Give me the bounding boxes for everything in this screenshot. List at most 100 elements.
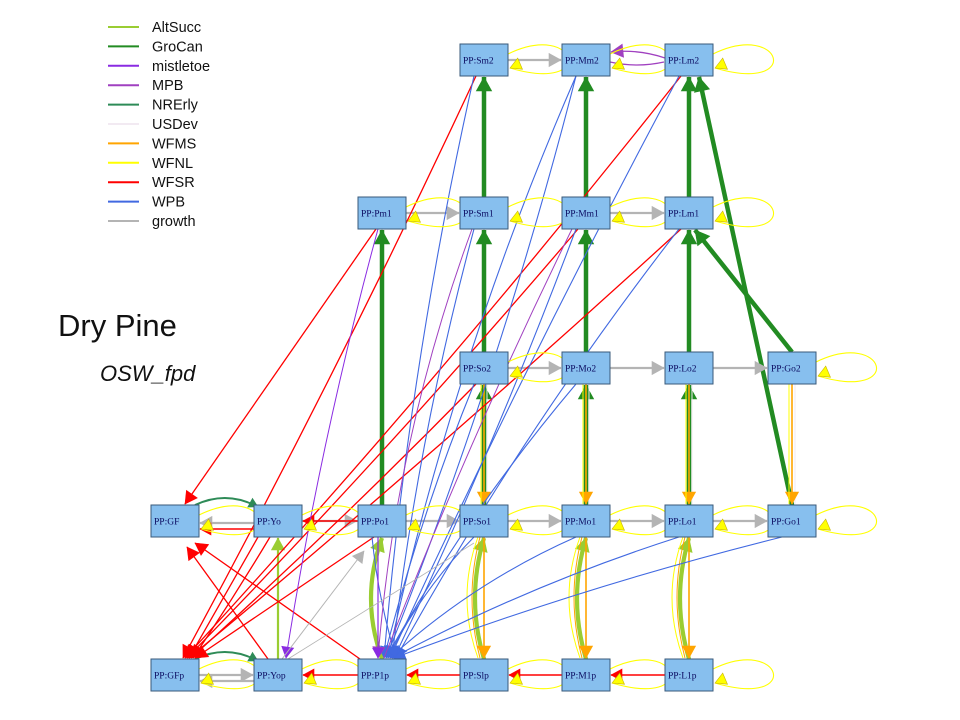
state-node-box <box>561 504 611 538</box>
edge-wfsr-arrowhead <box>194 542 210 556</box>
state-node-box <box>357 196 407 230</box>
state-node-box <box>561 658 611 692</box>
state-node-label: PP:Yop <box>257 672 286 682</box>
edge-wfsr <box>194 542 361 660</box>
state-node-m1p[interactable]: PP:M1p <box>561 658 611 692</box>
state-node-lm2[interactable]: PP:Lm2 <box>664 43 714 77</box>
edge-growth-arrowhead <box>651 360 665 376</box>
edge-wpb <box>391 536 680 659</box>
state-node-label: PP:M1p <box>565 672 596 682</box>
edge-wfms <box>676 536 686 659</box>
edge-grocan-arrowhead <box>680 229 698 245</box>
state-node-go1[interactable]: PP:Go1 <box>767 504 817 538</box>
edge-wfms-arrowhead <box>681 491 697 505</box>
self-loop-wfnl-arrowhead <box>611 57 625 70</box>
state-node-lm1[interactable]: PP:Lm1 <box>664 196 714 230</box>
state-node-so1[interactable]: PP:So1 <box>459 504 509 538</box>
edge-wpb <box>387 536 475 659</box>
edge-growth <box>287 542 475 660</box>
state-node-mo2[interactable]: PP:Mo2 <box>561 351 611 385</box>
self-loop-wfnl-arrowhead <box>509 672 523 685</box>
state-node-lo1[interactable]: PP:Lo1 <box>664 504 714 538</box>
legend-item-wfsr: WFSR <box>108 175 195 191</box>
state-node-pm1[interactable]: PP:Pm1 <box>357 196 407 230</box>
state-node-label: PP:Lo1 <box>668 518 697 528</box>
edge-grocan-arrowhead <box>694 76 711 93</box>
edge-growth-arrowhead <box>754 360 768 376</box>
slide-title: Dry Pine <box>58 308 177 343</box>
state-node-lo2[interactable]: PP:Lo2 <box>664 351 714 385</box>
state-node-p1p[interactable]: PP:P1p <box>357 658 407 692</box>
state-node-label: PP:So1 <box>463 518 491 528</box>
state-node-label: PP:GFp <box>154 672 184 682</box>
state-node-mo1[interactable]: PP:Mo1 <box>561 504 611 538</box>
state-node-box <box>357 658 407 692</box>
edge-wpb <box>395 228 680 659</box>
edge-wpb <box>393 536 783 659</box>
state-node-yop[interactable]: PP:Yop <box>253 658 303 692</box>
state-node-l1p[interactable]: PP:L1p <box>664 658 714 692</box>
edge-wfms <box>471 536 481 659</box>
edge-wfsr <box>186 228 579 659</box>
state-node-label: PP:GF <box>154 518 179 528</box>
state-node-gfp[interactable]: PP:GFp <box>150 658 200 692</box>
edge-mistletoe-arrowhead <box>371 647 385 659</box>
edge-wfsr <box>188 536 259 659</box>
slide-subtitle: OSW_fpd <box>100 361 196 386</box>
edge-mpb <box>609 61 665 66</box>
self-loop-wfnl-arrowhead <box>817 518 831 531</box>
edge-altsucc <box>574 537 589 660</box>
edge-grocan <box>696 76 795 506</box>
self-loop-wfnl-arrowhead <box>714 518 728 531</box>
edge-grocan-arrowhead <box>577 229 595 245</box>
edge-growth-arrowhead <box>548 360 562 376</box>
edge-grocan-arrowhead <box>475 76 493 92</box>
edge-wfnl <box>671 536 684 659</box>
state-node-mm2[interactable]: PP:Mm2 <box>561 43 611 77</box>
self-loop-wfnl-arrowhead <box>509 210 523 223</box>
edge-mpb <box>383 228 573 659</box>
state-node-slp[interactable]: PP:Slp <box>459 658 509 692</box>
edge-growth-arrowhead <box>446 205 460 221</box>
state-node-yo[interactable]: PP:Yo <box>253 504 303 538</box>
edge-grocan-arrowhead <box>475 229 493 245</box>
state-node-label: PP:Mo1 <box>565 518 596 528</box>
state-node-mm1[interactable]: PP:Mm1 <box>561 196 611 230</box>
edge-altsucc <box>472 537 487 660</box>
edge-wfms <box>573 536 583 659</box>
legend-label: AltSucc <box>152 20 201 36</box>
state-node-so2[interactable]: PP:So2 <box>459 351 509 385</box>
state-node-gf[interactable]: PP:GF <box>150 504 200 538</box>
edge-wfsr <box>184 228 377 505</box>
edge-grocan-arrowhead <box>373 229 391 245</box>
self-loop-wfnl <box>815 352 877 383</box>
state-node-label: PP:L1p <box>668 672 697 682</box>
edge-altsucc <box>368 537 384 660</box>
state-node-label: PP:Mm2 <box>565 57 599 67</box>
self-loop-wfnl-arrowhead <box>714 672 728 685</box>
legend-item-wfms: WFMS <box>108 136 196 152</box>
state-node-box <box>253 504 303 538</box>
legend-label: WFMS <box>152 136 196 152</box>
edge-wfsr <box>190 383 477 659</box>
legend-item-mistletoe: mistletoe <box>108 59 210 75</box>
edge-wfsr-arrowhead <box>188 643 202 659</box>
self-loop-wfnl <box>712 44 774 75</box>
self-loop-wfnl <box>712 197 774 228</box>
edge-growth-arrowhead <box>548 52 562 68</box>
state-node-po1[interactable]: PP:Po1 <box>357 504 407 538</box>
edge-growth-arrowhead <box>651 513 665 529</box>
edge-wpb <box>389 75 680 659</box>
edge-wfsr <box>182 75 477 659</box>
state-node-label: PP:Sm2 <box>463 57 494 67</box>
edge-wpb <box>389 536 577 659</box>
state-node-sm2[interactable]: PP:Sm2 <box>459 43 509 77</box>
state-node-sm1[interactable]: PP:Sm1 <box>459 196 509 230</box>
state-node-go2[interactable]: PP:Go2 <box>767 351 817 385</box>
edge-wfsr <box>194 536 375 659</box>
self-loop-wfnl-arrowhead <box>817 365 831 378</box>
edge-wpb <box>383 75 475 659</box>
state-node-box <box>253 658 303 692</box>
legend-item-mpb: MPB <box>108 78 183 94</box>
